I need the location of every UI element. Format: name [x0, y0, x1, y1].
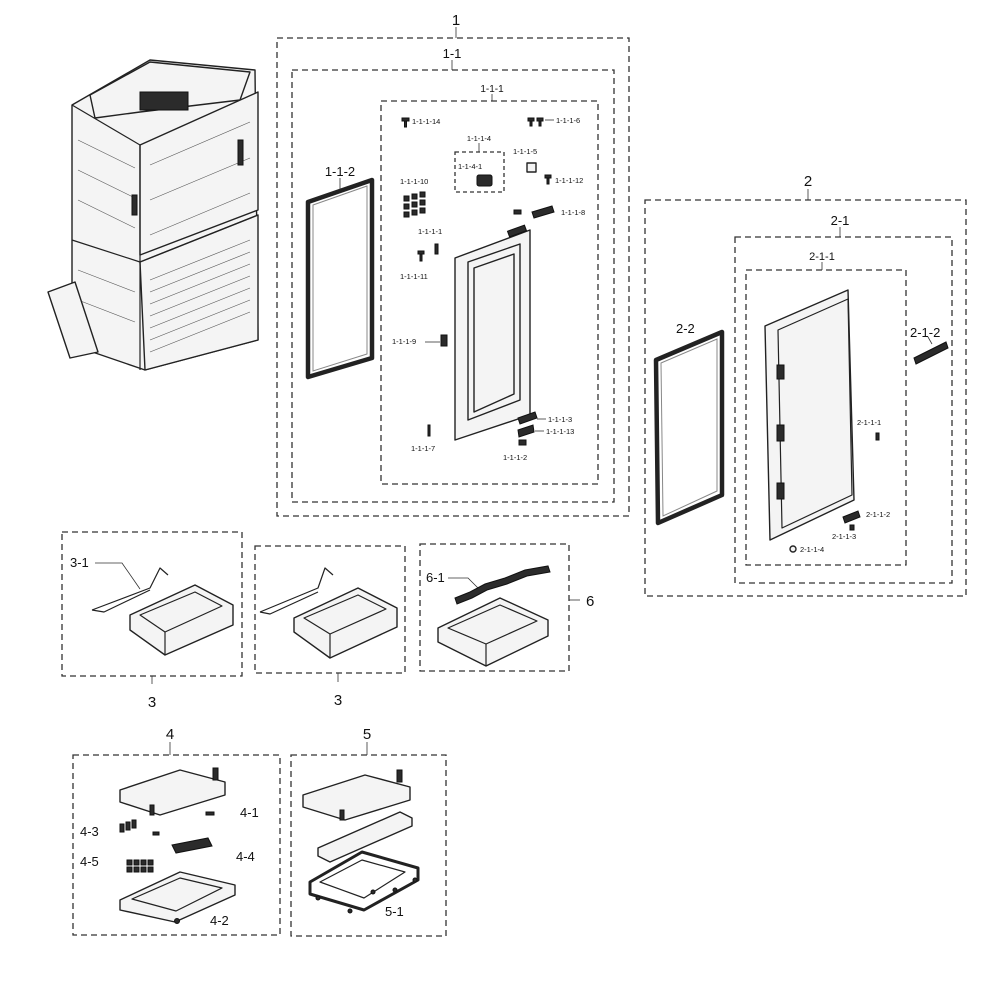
pin-1-1-1-7 [427, 424, 431, 437]
part-4-2 [174, 918, 180, 924]
label-4-1: 4-1 [240, 805, 259, 820]
label-1-1-1-14: 1-1-1-14 [412, 117, 440, 126]
label-4-2: 4-2 [210, 913, 229, 928]
hinge-1-1-1-3 [517, 411, 538, 425]
label-4-5: 4-5 [80, 854, 99, 869]
door-frame-1-1-1 [454, 224, 531, 441]
bin-3b [259, 567, 398, 659]
label-1-1-1-10: 1-1-1-10 [400, 177, 428, 186]
pin-1-1-1-1 [434, 243, 439, 255]
screw-set-1-1-1-10 [403, 191, 426, 218]
group-3b-box [254, 545, 406, 674]
pin-2-1-1-1 [875, 432, 880, 441]
label-1-1-1-1: 1-1-1-1 [418, 227, 442, 236]
label-1-1-1-9: 1-1-1-9 [392, 337, 416, 346]
cap-2-1-1-4 [789, 545, 797, 553]
label-1-1-1-8: 1-1-1-8 [561, 208, 585, 217]
label-1-1-1-12: 1-1-1-12 [555, 176, 583, 185]
clip-1-1-1-9 [440, 334, 448, 347]
door-panel-2-1-1 [764, 289, 855, 541]
label-3b: 3 [334, 692, 342, 709]
tray-lid-4 [119, 767, 226, 816]
label-3a: 3 [148, 694, 156, 711]
group-5-box [290, 754, 447, 937]
label-1: 1 [452, 12, 460, 29]
screws-4-5 [126, 859, 154, 873]
bin-3a [91, 567, 234, 656]
label-2-1-1-4: 2-1-1-4 [800, 545, 824, 554]
label-1-1-1-7: 1-1-1-7 [411, 444, 435, 453]
group-6-box [419, 543, 570, 672]
group-4-box [72, 754, 281, 936]
screws-1-1-1-6 [527, 117, 544, 127]
group-1-box [276, 37, 630, 517]
group-2-1-box [734, 236, 953, 584]
label-1-1-1-4: 1-1-1-4 [467, 134, 491, 143]
label-2-1-1: 2-1-1 [809, 251, 835, 263]
label-2-1: 2-1 [831, 213, 850, 228]
label-2-1-1-2: 2-1-1-2 [866, 510, 890, 519]
label-2-1-2: 2-1-2 [910, 325, 940, 340]
door-gasket-1-1-2 [305, 177, 375, 380]
cap-1-1-1-2 [518, 439, 527, 446]
label-6: 6 [586, 593, 594, 610]
label-1-1-1-3: 1-1-1-3 [548, 415, 572, 424]
washer-2-1-1-3 [849, 524, 855, 531]
group-1-1-box [291, 69, 615, 503]
label-1-1-4-1: 1-1-4-1 [458, 162, 482, 171]
label-2-2: 2-2 [676, 321, 695, 336]
label-1-1-1-13: 1-1-1-13 [546, 427, 574, 436]
label-2: 2 [804, 173, 812, 190]
label-1-1-1-5: 1-1-1-5 [513, 147, 537, 156]
label-1-1-1-6: 1-1-1-6 [556, 116, 580, 125]
clip-4-4a [152, 831, 160, 836]
tray-lid-5 [302, 769, 411, 821]
refrigerator-cabinet [47, 59, 259, 371]
hinge-part-1-1-4-1 [476, 174, 493, 187]
label-5-1: 5-1 [385, 904, 404, 919]
screw-1-1-1-12 [544, 174, 552, 185]
label-4-3: 4-3 [80, 824, 99, 839]
hinge-2-1-1-2 [842, 510, 861, 524]
label-4-4: 4-4 [236, 849, 255, 864]
part-5-1 [347, 908, 353, 914]
label-1-1-1-2: 1-1-1-2 [503, 453, 527, 462]
label-1-1: 1-1 [443, 46, 462, 61]
group-1-1-1-4-box [454, 151, 505, 193]
door-gasket-2-2 [653, 329, 725, 526]
handle-strip-2-1-2 [913, 341, 949, 365]
label-6-1: 6-1 [426, 570, 445, 585]
tray-frame-5 [308, 850, 420, 912]
rail-assembly-5 [317, 811, 413, 863]
clip-1-1-1-5 [526, 162, 537, 173]
tray-base-4 [119, 871, 236, 923]
label-1-1-1-11: 1-1-1-11 [400, 272, 428, 281]
bracket-4-4 [171, 837, 213, 854]
label-2-1-1-1: 2-1-1-1 [857, 418, 881, 427]
label-3-1: 3-1 [70, 555, 89, 570]
screw-1-1-1-14 [401, 117, 410, 128]
bracket-1-1-1-8 [513, 205, 555, 219]
group-2-box [644, 199, 967, 597]
bin-6 [437, 565, 551, 667]
label-2-1-1-3: 2-1-1-3 [832, 532, 856, 541]
label-4: 4 [166, 726, 174, 743]
screw-1-1-1-11 [417, 250, 425, 262]
group-2-1-1-box [745, 269, 907, 566]
screws-4-3 [119, 819, 137, 833]
hinge-1-1-1-13 [517, 424, 535, 438]
label-1-1-1: 1-1-1 [480, 84, 504, 95]
part-4-1 [205, 811, 215, 816]
label-5: 5 [363, 726, 371, 743]
label-1-1-2: 1-1-2 [325, 164, 355, 179]
